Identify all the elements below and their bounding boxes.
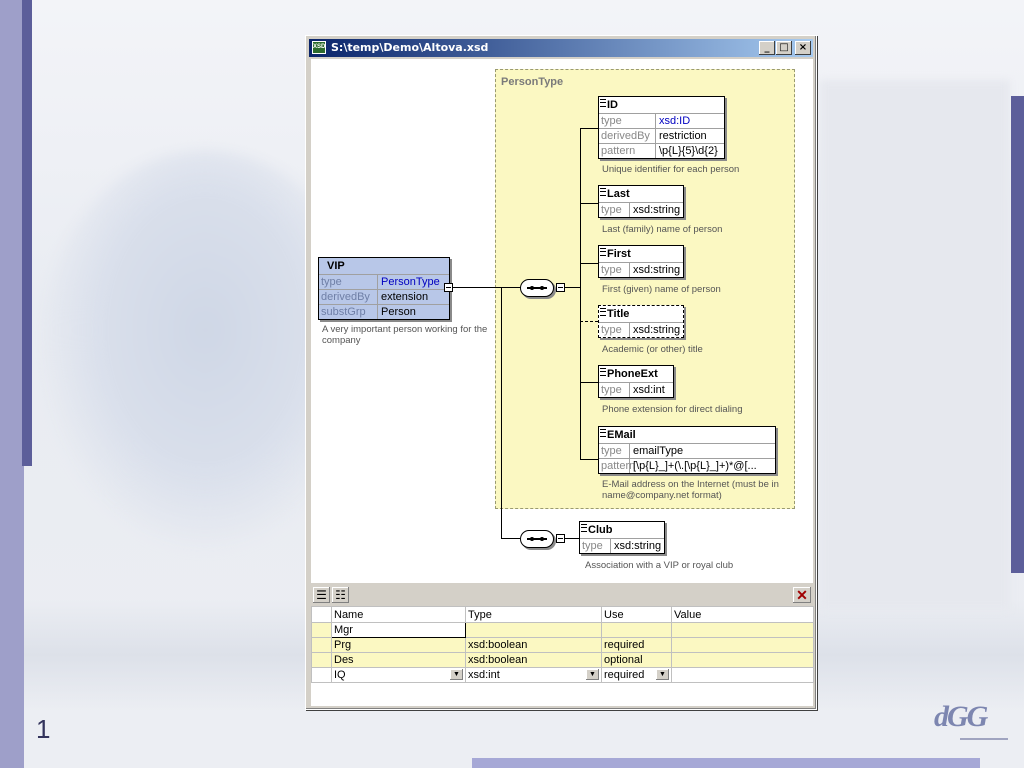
vip-name: VIP [319,258,449,274]
delete-attribute-icon[interactable]: ✕ [793,587,811,603]
minimize-button[interactable]: _ [759,41,775,55]
element-name: PhoneExt [607,368,658,380]
dropdown-arrow-icon[interactable]: ▼ [656,669,669,680]
attribute-use-cell[interactable]: optional [601,652,672,668]
element-name: EMail [607,429,636,441]
sequence-compositor[interactable] [520,279,554,297]
maximize-button[interactable]: □ [776,41,792,55]
attribute-value-cell[interactable] [671,652,814,668]
collapse-toggle[interactable] [556,283,565,292]
element-description: Academic (or other) title [602,344,703,355]
append-attribute-icon[interactable]: ☰ [313,587,330,603]
attribute-use-cell[interactable]: required▼ [601,667,672,683]
attributes-toolbar: ☰ ☷ ✕ [311,585,813,605]
xsd-file-icon: XSD [312,41,326,54]
element-description: First (given) name of person [602,284,721,295]
element-description: Last (family) name of person [602,224,723,235]
element-description: Unique identifier for each person [602,164,740,175]
attribute-name-cell[interactable]: Mgr [331,622,466,638]
column-header[interactable]: Use [601,606,672,623]
column-header-gutter [311,606,332,623]
connector-line [580,263,598,264]
table-header: Name Type Use Value [311,606,814,623]
dgg-logo: dGG [930,700,1010,744]
attribute-value-cell[interactable] [671,637,814,653]
dropdown-arrow-icon[interactable]: ▼ [450,669,463,680]
attribute-type-cell[interactable] [465,622,602,638]
table-row[interactable]: Prg xsd:boolean required [311,637,814,653]
element-description: Association with a VIP or royal club [585,560,734,571]
element-description: Phone extension for direct dialing [602,404,743,415]
vip-description: A very important person working for the … [322,324,488,346]
attribute-type-cell[interactable]: xsd:int▼ [465,667,602,683]
attribute-name-cell[interactable]: IQ▼ [331,667,466,683]
sequence-compositor[interactable] [520,530,554,548]
element-description: E-Mail address on the Internet (must be … [602,479,779,501]
table-row[interactable]: Des xsd:boolean optional [311,652,814,668]
connector-line [580,382,598,383]
attribute-use-cell[interactable]: required [601,637,672,653]
element-name: Club [588,524,613,536]
column-header[interactable]: Name [331,606,466,623]
attribute-value-cell[interactable] [671,667,814,683]
close-button[interactable]: × [795,41,811,55]
connector-line [501,538,520,539]
slide-number: 1 [36,714,51,744]
connector-line [453,287,521,288]
connector-line [565,538,579,539]
connector-line [580,128,581,460]
attributes-table: Name Type Use Value Mgr Prg xsd:boo [311,606,814,706]
connector-line [565,287,581,288]
connector-line [580,128,598,129]
blurred-panel [820,80,1010,610]
optional-connector-line [580,321,598,322]
logo-text: dGG [934,700,988,733]
attribute-type-cell[interactable]: xsd:boolean [465,652,602,668]
element-name: First [607,248,631,260]
right-accent-bar [1011,96,1024,573]
table-row[interactable]: Mgr [311,622,814,638]
insert-attribute-icon[interactable]: ☷ [332,587,349,603]
window-titlebar[interactable]: XSD S:\temp\Demo\Altova.xsd _ □ × [309,39,813,57]
left-accent-bar [0,0,24,768]
column-header[interactable]: Type [465,606,602,623]
attribute-name-cell[interactable]: Des [331,652,466,668]
attribute-value-cell[interactable] [671,622,814,638]
logo-underline [960,738,1008,740]
connector-line [580,203,598,204]
connector-line [501,287,502,539]
element-name: Title [607,308,630,320]
dropdown-arrow-icon[interactable]: ▼ [586,669,599,680]
collapse-toggle[interactable] [444,283,453,292]
bottom-accent-bar [472,758,980,768]
element-name: ID [607,99,618,111]
left-accent-bar-dark [22,0,32,466]
element-name: Last [607,188,630,200]
attribute-type-cell[interactable]: xsd:boolean [465,637,602,653]
column-header[interactable]: Value [671,606,814,623]
table-row[interactable]: IQ▼ xsd:int▼ required▼ [311,667,814,683]
xmlspy-window: XSD S:\temp\Demo\Altova.xsd _ □ × Person… [305,35,817,710]
connector-line [580,459,598,460]
persontype-label: PersonType [501,76,564,88]
collapse-toggle[interactable] [556,534,565,543]
attribute-name-cell[interactable]: Prg [331,637,466,653]
window-title: S:\temp\Demo\Altova.xsd [331,41,489,54]
attribute-use-cell[interactable] [601,622,672,638]
